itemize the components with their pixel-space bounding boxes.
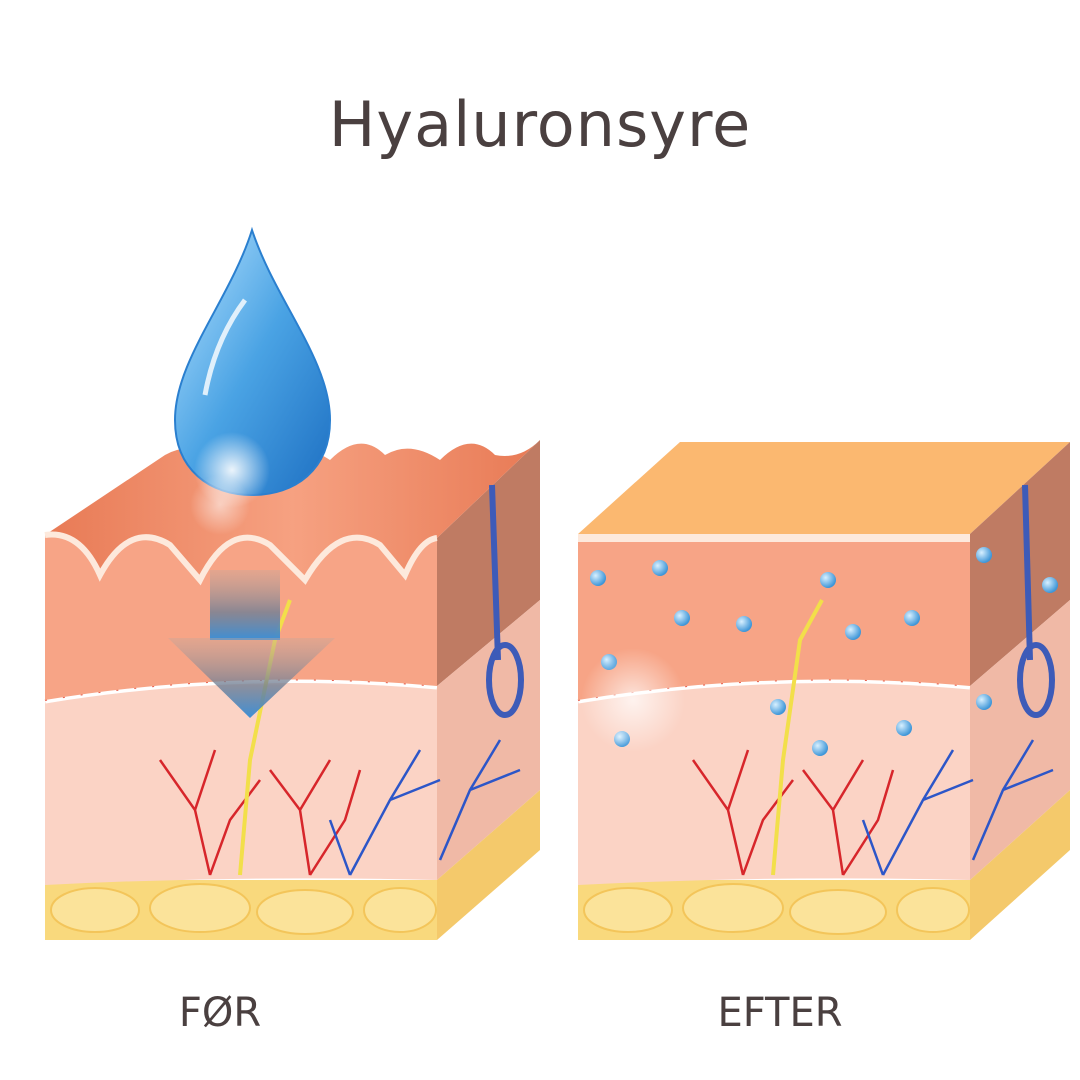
blood-vessels bbox=[691, 739, 1054, 876]
dermis-layer bbox=[578, 681, 970, 885]
blood-vessels bbox=[158, 739, 521, 876]
nerve bbox=[771, 599, 824, 876]
diagram-title: Hyaluronsyre bbox=[328, 88, 752, 161]
skin-block-after bbox=[577, 442, 1070, 940]
side-fat bbox=[970, 790, 1070, 940]
side-epidermis bbox=[437, 440, 540, 686]
surface-edge bbox=[578, 534, 970, 542]
sweat-gland bbox=[1017, 642, 1055, 718]
light-flare bbox=[581, 648, 685, 752]
hair-follicle bbox=[489, 484, 501, 661]
side-epidermis bbox=[970, 442, 1070, 686]
penetration-arrow bbox=[168, 570, 335, 718]
dermis-layer bbox=[45, 681, 437, 885]
side-fat bbox=[437, 790, 540, 940]
skin-block-before bbox=[44, 440, 540, 940]
wrinkled-surface bbox=[45, 440, 540, 580]
sweat-gland bbox=[486, 642, 524, 718]
surface-edge bbox=[44, 531, 438, 586]
hyaluronic-molecules bbox=[590, 547, 1058, 756]
smooth-surface bbox=[578, 442, 1070, 534]
fat-cells bbox=[583, 883, 970, 935]
epidermis-layer bbox=[578, 540, 970, 700]
fat-cells bbox=[50, 883, 437, 935]
label-after: EFTER bbox=[717, 990, 843, 1036]
water-droplet bbox=[173, 226, 332, 535]
label-before: FØR bbox=[178, 990, 262, 1036]
hair-follicle bbox=[1022, 484, 1033, 661]
